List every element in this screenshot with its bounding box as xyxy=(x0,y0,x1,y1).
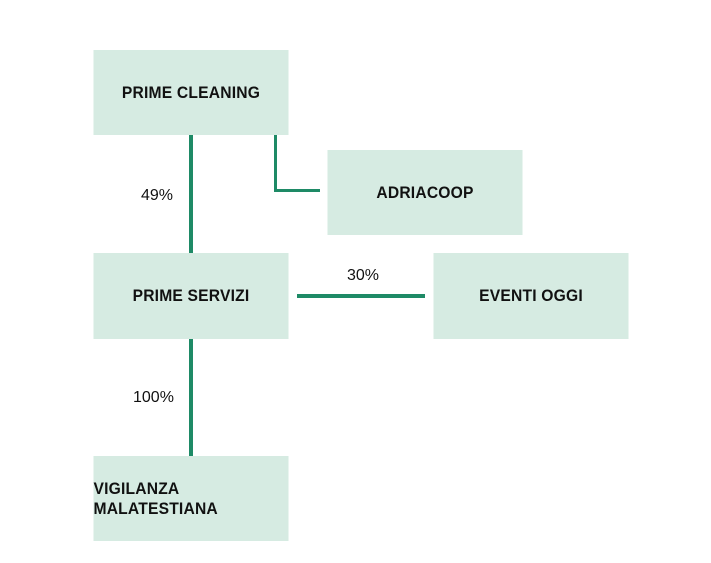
node-label: ADRIACOOP xyxy=(376,182,474,202)
connector-prime-cleaning-adriacoop-horizontal xyxy=(274,189,320,192)
connector-prime-cleaning-adriacoop-vertical xyxy=(274,135,277,192)
edge-label-30: 30% xyxy=(347,267,380,284)
node-vigilanza-malatestiana: VIGILANZA MALATESTIANA xyxy=(93,456,289,541)
node-prime-cleaning: PRIME CLEANING xyxy=(93,50,289,135)
node-eventi-oggi: EVENTI OGGI xyxy=(433,253,629,339)
connector-prime-servizi-vigilanza xyxy=(189,339,193,456)
edge-label-100: 100% xyxy=(133,389,174,406)
edge-label-49: 49% xyxy=(141,187,174,204)
node-label: VIGILANZA MALATESTIANA xyxy=(93,478,218,518)
node-label: PRIME SERVIZI xyxy=(132,286,250,305)
node-adriacoop: ADRIACOOP xyxy=(327,150,523,235)
connector-prime-servizi-eventi-oggi xyxy=(297,294,425,298)
connector-prime-cleaning-prime-servizi xyxy=(189,135,193,254)
node-label: EVENTI OGGI xyxy=(479,286,583,305)
node-prime-servizi: PRIME SERVIZI xyxy=(93,253,289,339)
node-label: PRIME CLEANING xyxy=(121,82,261,102)
